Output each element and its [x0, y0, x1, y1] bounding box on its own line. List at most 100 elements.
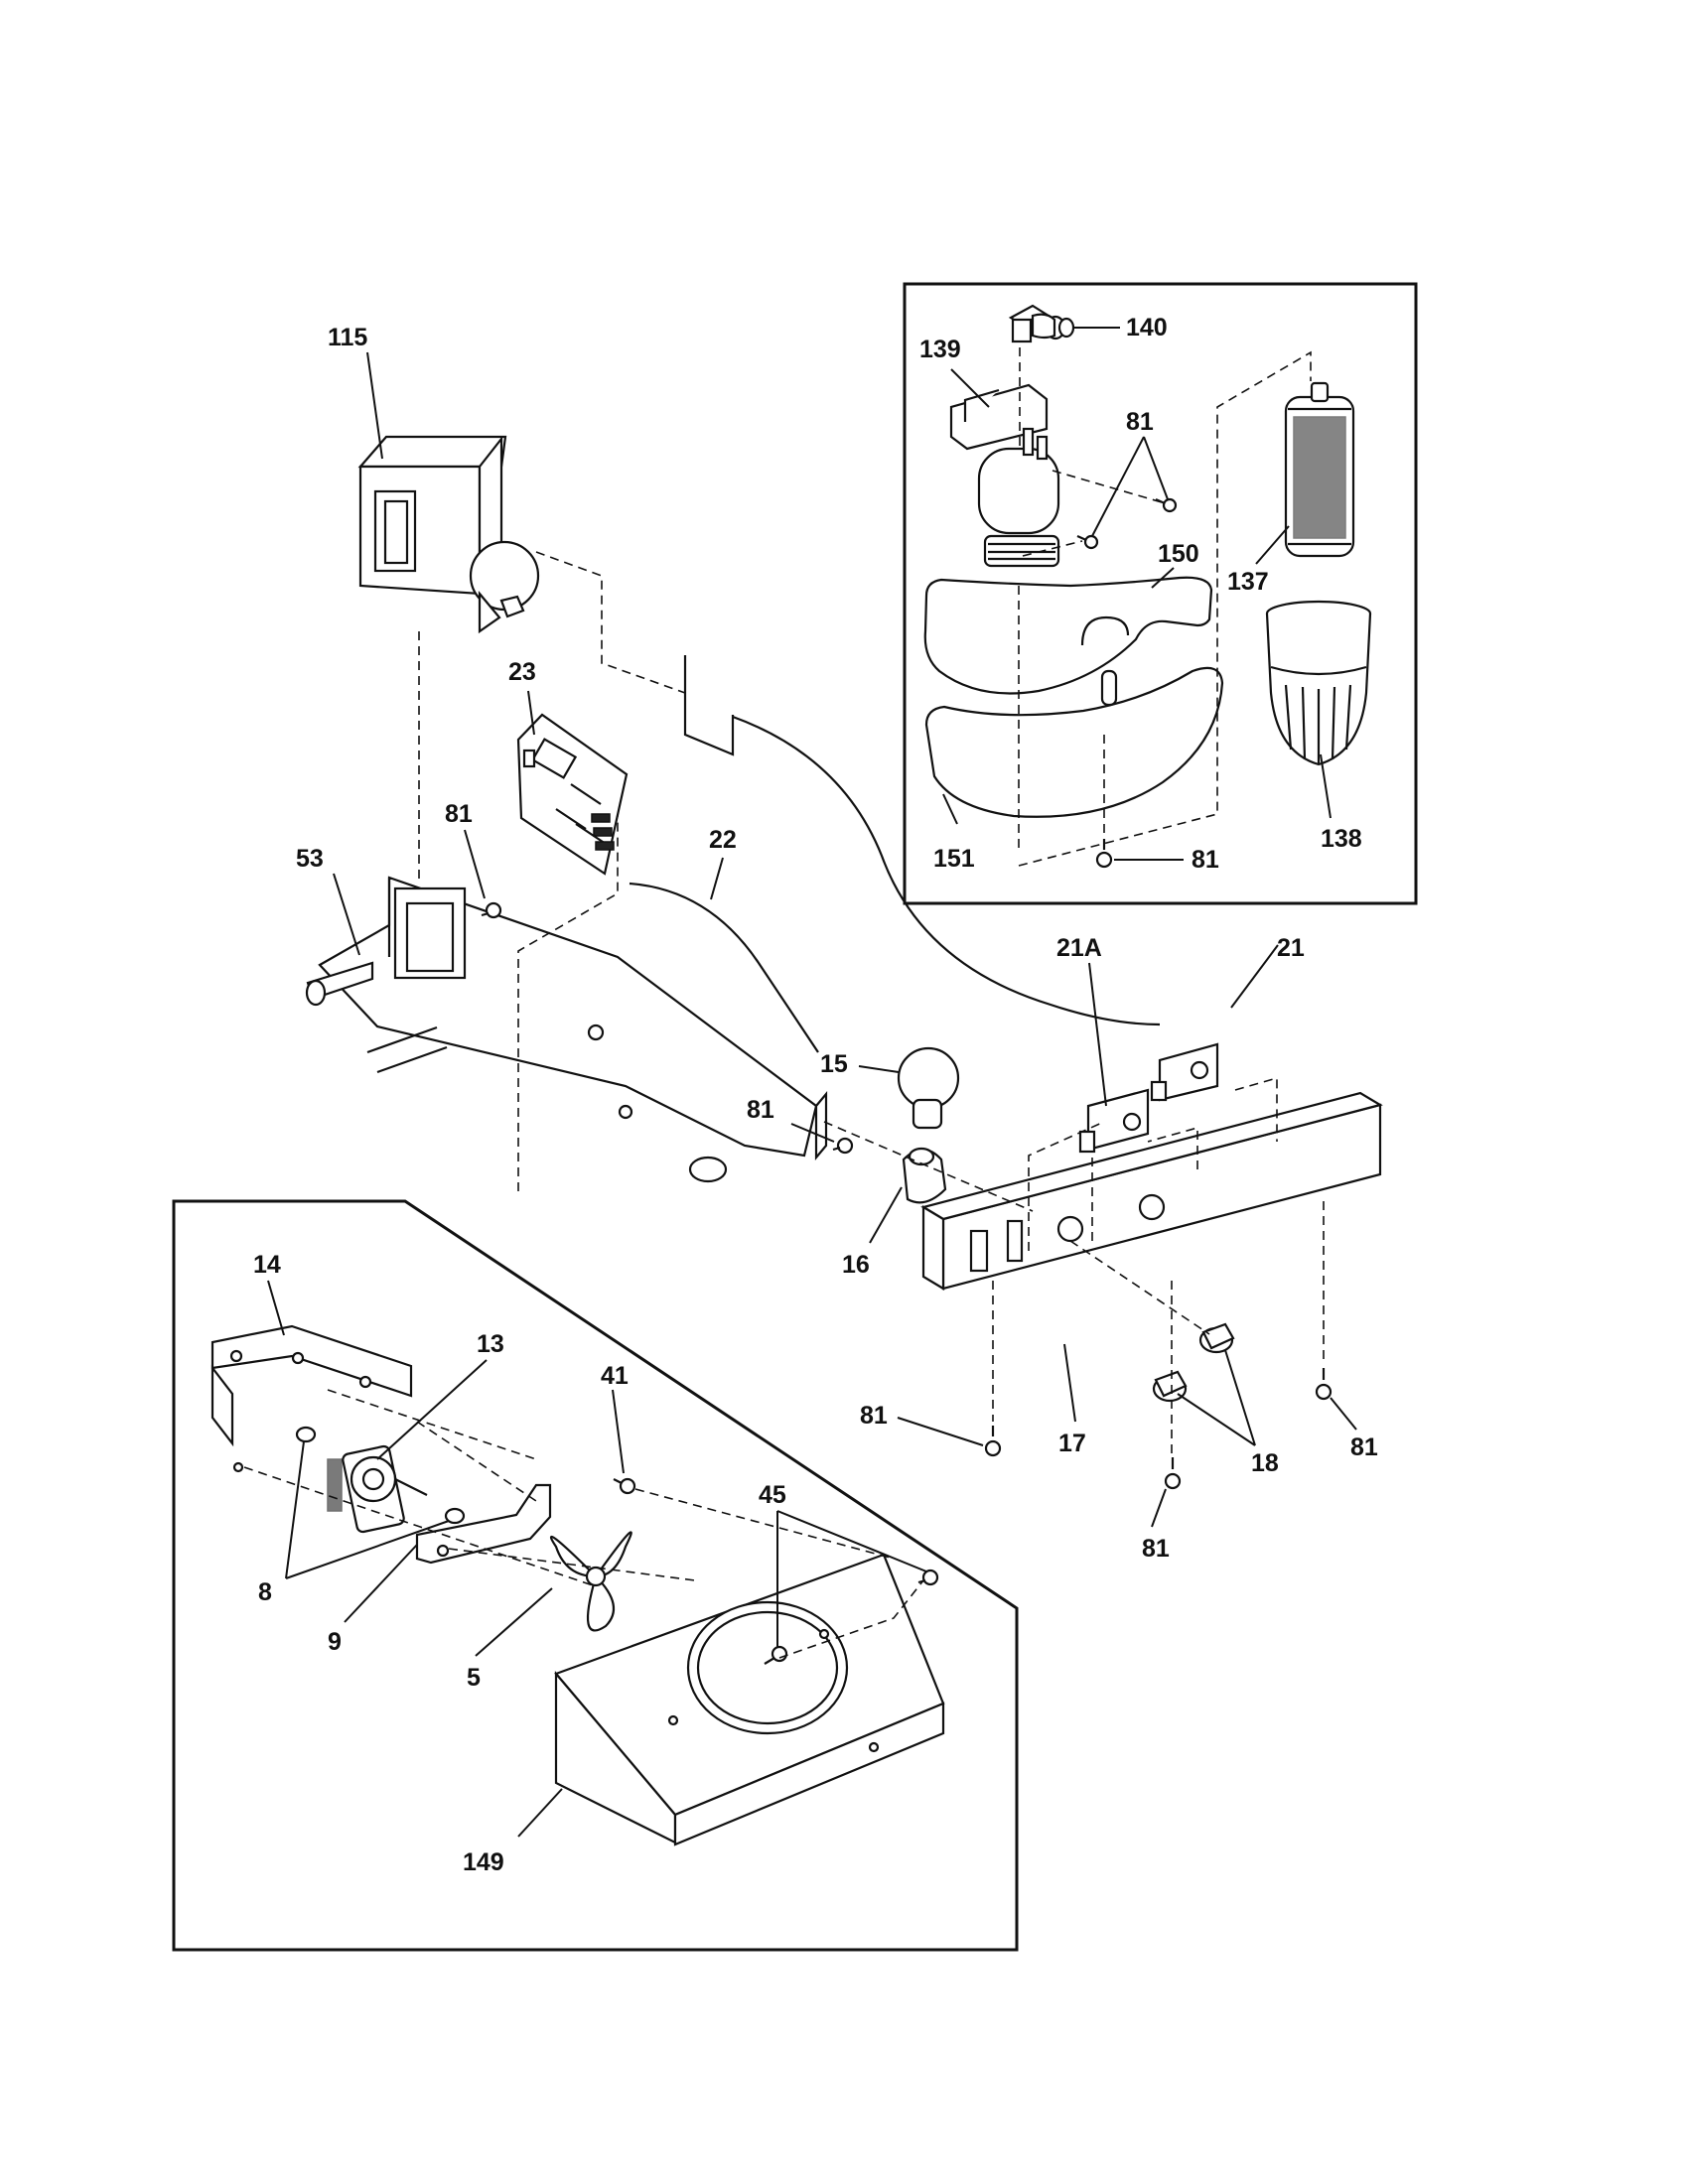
leader-9 — [344, 1544, 418, 1623]
leader-81-c — [1330, 1397, 1357, 1431]
part-115-actuator-housing — [357, 435, 540, 634]
leader-150 — [1151, 567, 1175, 589]
part-23-control-board — [516, 713, 629, 876]
callout-13: 13 — [477, 1330, 504, 1358]
leader-139 — [950, 368, 990, 408]
leader-138 — [1320, 753, 1332, 819]
part-14-fan-bracket — [210, 1324, 413, 1473]
callout-53: 53 — [296, 845, 324, 873]
part-15-light-bulb — [897, 1046, 960, 1130]
leader-137 — [1255, 525, 1290, 565]
callout-21: 21 — [1277, 934, 1305, 962]
callout-16: 16 — [842, 1251, 870, 1279]
part-18-knob-a — [1198, 1322, 1235, 1354]
callout-5: 5 — [467, 1664, 481, 1692]
callout-115: 115 — [328, 324, 367, 351]
assembly-line — [416, 1421, 537, 1502]
callout-81-a: 81 — [860, 1402, 888, 1430]
assembly-line — [1069, 1240, 1210, 1335]
screw-41 — [613, 1477, 636, 1495]
callout-21A: 21A — [1056, 934, 1102, 962]
part-21-switch — [1150, 1042, 1219, 1102]
leader-41 — [612, 1389, 625, 1474]
part-17-bracket — [920, 1091, 1383, 1291]
assembly-line — [535, 551, 686, 694]
callout-81-mid: 81 — [747, 1096, 774, 1124]
screw-45-b — [917, 1569, 939, 1586]
callout-150: 150 — [1158, 540, 1199, 568]
callout-81-box: 81 — [1192, 846, 1219, 874]
screw-81-b — [1164, 1457, 1182, 1490]
part-22-tubing — [683, 655, 735, 756]
callout-8: 8 — [258, 1578, 272, 1606]
leader-81-mid — [790, 1123, 835, 1143]
part-5-fan-blade — [550, 1531, 632, 1632]
part-22-tube-lower — [629, 882, 819, 1053]
screw-81-left — [481, 901, 502, 919]
leader-23 — [527, 690, 535, 736]
screw-81-top-a — [1076, 534, 1099, 550]
leader-13 — [376, 1359, 488, 1460]
callout-81-c: 81 — [1350, 1433, 1378, 1461]
part-151-post — [1100, 669, 1118, 707]
assembly-line — [823, 1121, 1034, 1212]
leader-22 — [710, 857, 724, 900]
part-9-hole — [436, 1544, 450, 1558]
callout-138: 138 — [1321, 825, 1362, 853]
leader-16 — [869, 1186, 903, 1244]
part-137-filter-cartridge — [1284, 381, 1355, 558]
leader-81-b — [1151, 1488, 1167, 1528]
callout-41: 41 — [601, 1362, 629, 1390]
callout-15: 15 — [820, 1050, 848, 1078]
part-149-fan-shroud — [554, 1553, 945, 1846]
assembly-line — [1147, 1126, 1198, 1169]
callout-23: 23 — [508, 658, 536, 686]
part-138-filter-housing — [1265, 600, 1372, 766]
callout-18: 18 — [1251, 1449, 1279, 1477]
callout-139: 139 — [919, 336, 961, 363]
water-filter-inset-frame — [903, 282, 1418, 905]
callout-22: 22 — [709, 826, 737, 854]
assembly-line — [517, 814, 619, 1191]
part-151-lower-cover — [924, 666, 1224, 818]
part-53-dispenser-arm — [305, 876, 828, 1183]
callout-81-top: 81 — [1126, 408, 1154, 436]
leader-45 — [776, 1510, 927, 1648]
screw-81-mid — [832, 1137, 854, 1155]
leader-151 — [942, 793, 958, 825]
callout-81-b: 81 — [1142, 1535, 1170, 1563]
leader-21A — [1088, 962, 1107, 1107]
leader-5 — [475, 1587, 553, 1657]
assembly-line — [778, 1579, 924, 1659]
part-9-motor-bracket — [415, 1483, 552, 1565]
leader-14 — [267, 1280, 285, 1336]
screw-81-a — [984, 1426, 1002, 1457]
callout-151: 151 — [933, 845, 975, 873]
leader-53 — [333, 873, 360, 956]
leader-21 — [1230, 944, 1279, 1009]
leader-8 — [285, 1440, 450, 1579]
callout-137: 137 — [1227, 568, 1269, 596]
part-8-grommet-b — [444, 1507, 466, 1525]
part-22-tube-run — [732, 715, 1161, 1026]
leader-18 — [1177, 1349, 1256, 1446]
callout-45: 45 — [759, 1481, 786, 1509]
part-8-grommet-a — [295, 1426, 317, 1443]
part-150-upper-cover — [923, 576, 1213, 695]
assembly-line — [448, 1548, 696, 1581]
screw-81-box — [1095, 839, 1113, 869]
part-150-slot — [1080, 615, 1130, 646]
leader-149 — [517, 1788, 563, 1838]
screw-81-top-b — [1155, 497, 1178, 513]
leader-15 — [858, 1065, 900, 1073]
part-13-fan-motor — [327, 1444, 428, 1534]
leader-17 — [1063, 1343, 1076, 1423]
assembly-line — [243, 1466, 597, 1587]
part-139-filter-head — [949, 383, 1060, 568]
assembly-line — [1052, 470, 1163, 503]
assembly-line — [1022, 540, 1083, 557]
leader-115 — [366, 351, 383, 460]
callout-14: 14 — [253, 1251, 281, 1279]
leader-81-a — [897, 1417, 984, 1446]
